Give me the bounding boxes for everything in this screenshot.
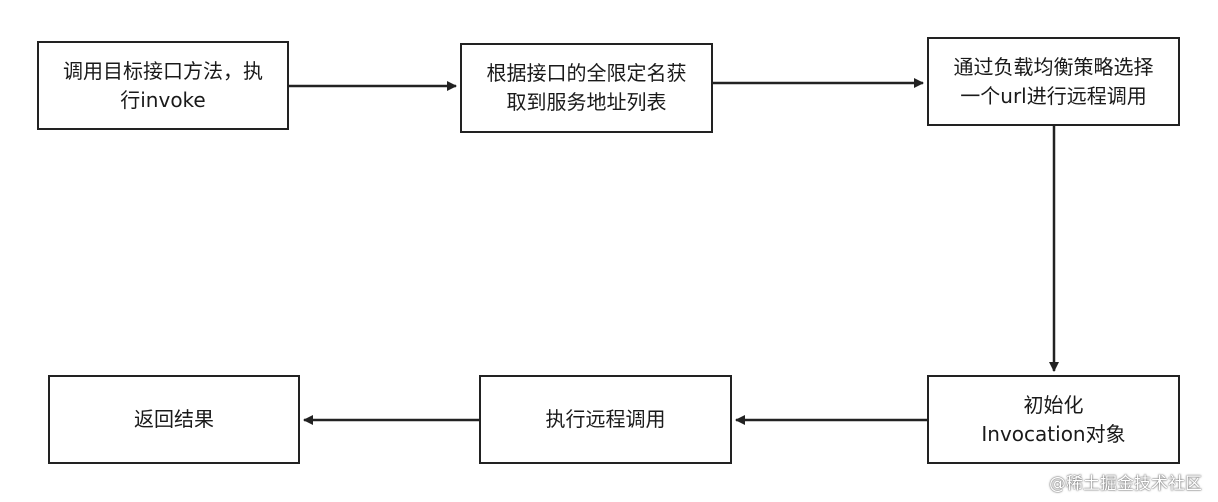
step-execute-remote-call: 执行远程调用 [479,375,732,464]
step-label: 返回结果 [134,407,214,431]
step-get-service-address-list: 根据接口的全限定名获 取到服务地址列表 [460,43,713,133]
step-label: 调用目标接口方法，执 行invoke [63,58,263,112]
step-label: 通过负载均衡策略选择 一个url进行远程调用 [953,54,1154,108]
step-init-invocation: 初始化 Invocation对象 [927,375,1180,464]
step-return-result: 返回结果 [48,375,300,464]
step-label: 执行远程调用 [545,407,666,431]
step-load-balance-select-url: 通过负载均衡策略选择 一个url进行远程调用 [927,37,1180,126]
step-label: 根据接口的全限定名获 取到服务地址列表 [486,61,687,114]
step-invoke-target-method: 调用目标接口方法，执 行invoke [37,41,289,130]
step-label: 初始化 Invocation对象 [981,392,1126,446]
